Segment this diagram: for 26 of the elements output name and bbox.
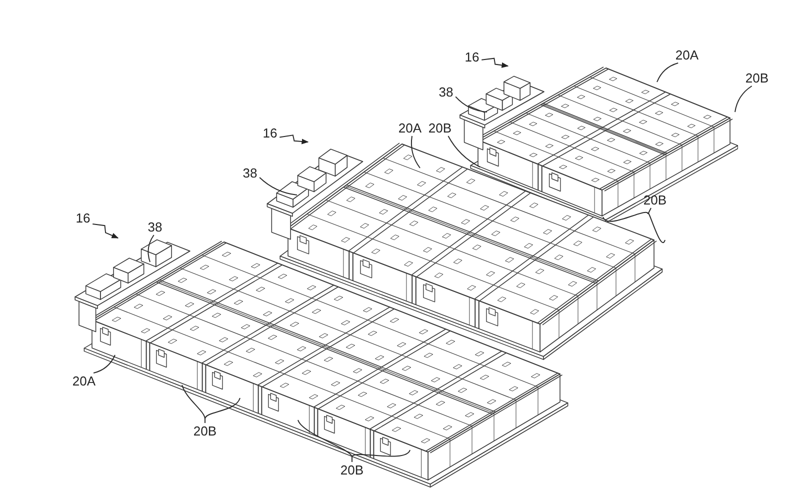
reference-numeral: 20B [340,464,364,476]
arrow [279,134,309,144]
arrow [92,224,119,238]
reference-numeral: 20B [428,122,452,134]
reference-numeral: 16 [262,126,278,140]
reference-numeral: 38 [242,166,258,180]
leader-line [182,384,240,424]
leader-line [298,420,410,462]
reference-numeral: 20B [193,424,217,438]
reference-numeral: 20A [675,48,699,62]
leader-line [734,86,752,112]
leader-line [455,96,488,112]
leader-line [93,354,116,374]
reference-numeral: 20A [72,374,96,388]
reference-numeral: 20B [643,194,667,206]
leader-line [259,177,298,196]
leader-line [410,136,420,168]
battery-pack-drawing [74,238,569,488]
leader-line [656,62,679,82]
reference-numeral: 38 [438,86,454,98]
reference-numeral: 16 [76,212,90,224]
reference-numeral: 20B [745,72,769,84]
reference-numeral: 38 [148,220,162,234]
reference-numeral: 20A [398,122,422,134]
arrow [481,58,509,68]
reference-numeral: 16 [464,50,480,64]
